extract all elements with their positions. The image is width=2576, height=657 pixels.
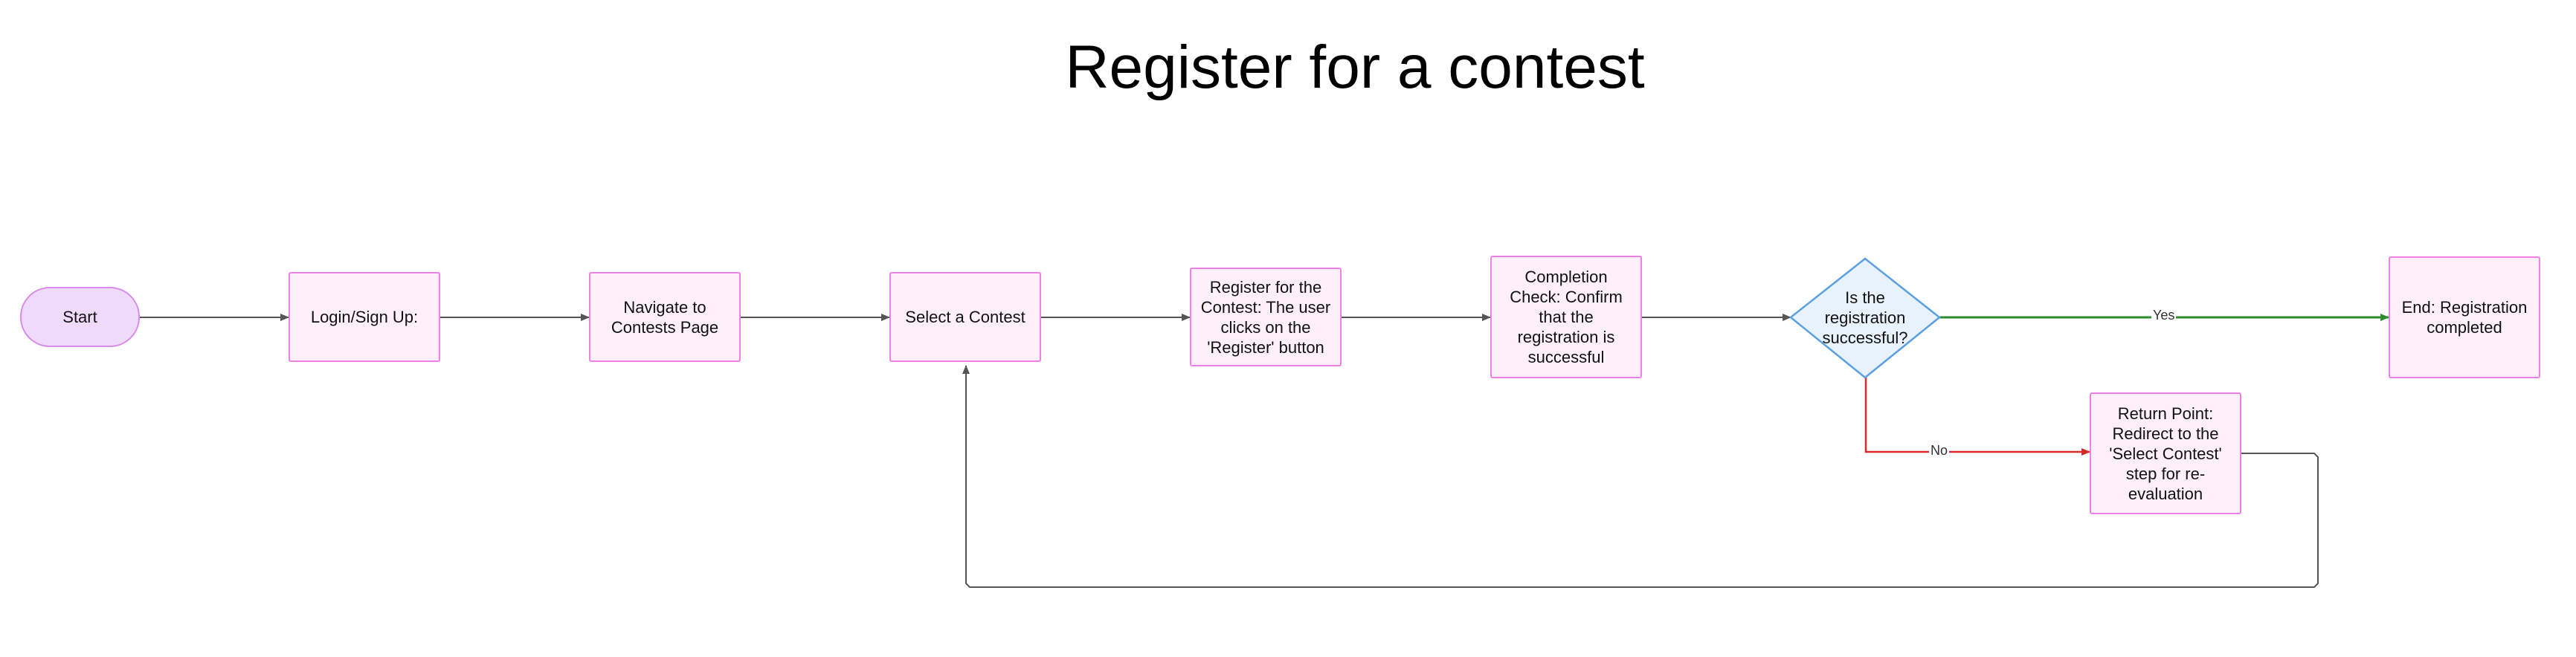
- yes-edge-label: Yes: [2151, 308, 2177, 323]
- register-node: Register for the Contest: The user click…: [1190, 268, 1342, 366]
- no-edge-label: No: [1929, 443, 1950, 459]
- navigate-node: Navigate to Contests Page: [589, 272, 741, 362]
- select-contest-node: Select a Contest: [889, 272, 1041, 362]
- edge-return-select-loop: [962, 365, 2319, 588]
- completion-check-node: Completion Check: Confirm that the regis…: [1490, 256, 1642, 378]
- login-node: Login/Sign Up:: [289, 272, 440, 362]
- decision-label: Is the registration successful?: [1822, 288, 1908, 347]
- start-node: Start: [20, 287, 140, 347]
- return-point-node: Return Point: Redirect to the 'Select Co…: [2090, 392, 2241, 514]
- decision-diamond: [1788, 257, 1942, 379]
- diagram-title: Register for a contest: [1065, 33, 1645, 101]
- edge-decision-return-no: [1864, 378, 2090, 456]
- end-node: End: Registration completed: [2389, 256, 2540, 378]
